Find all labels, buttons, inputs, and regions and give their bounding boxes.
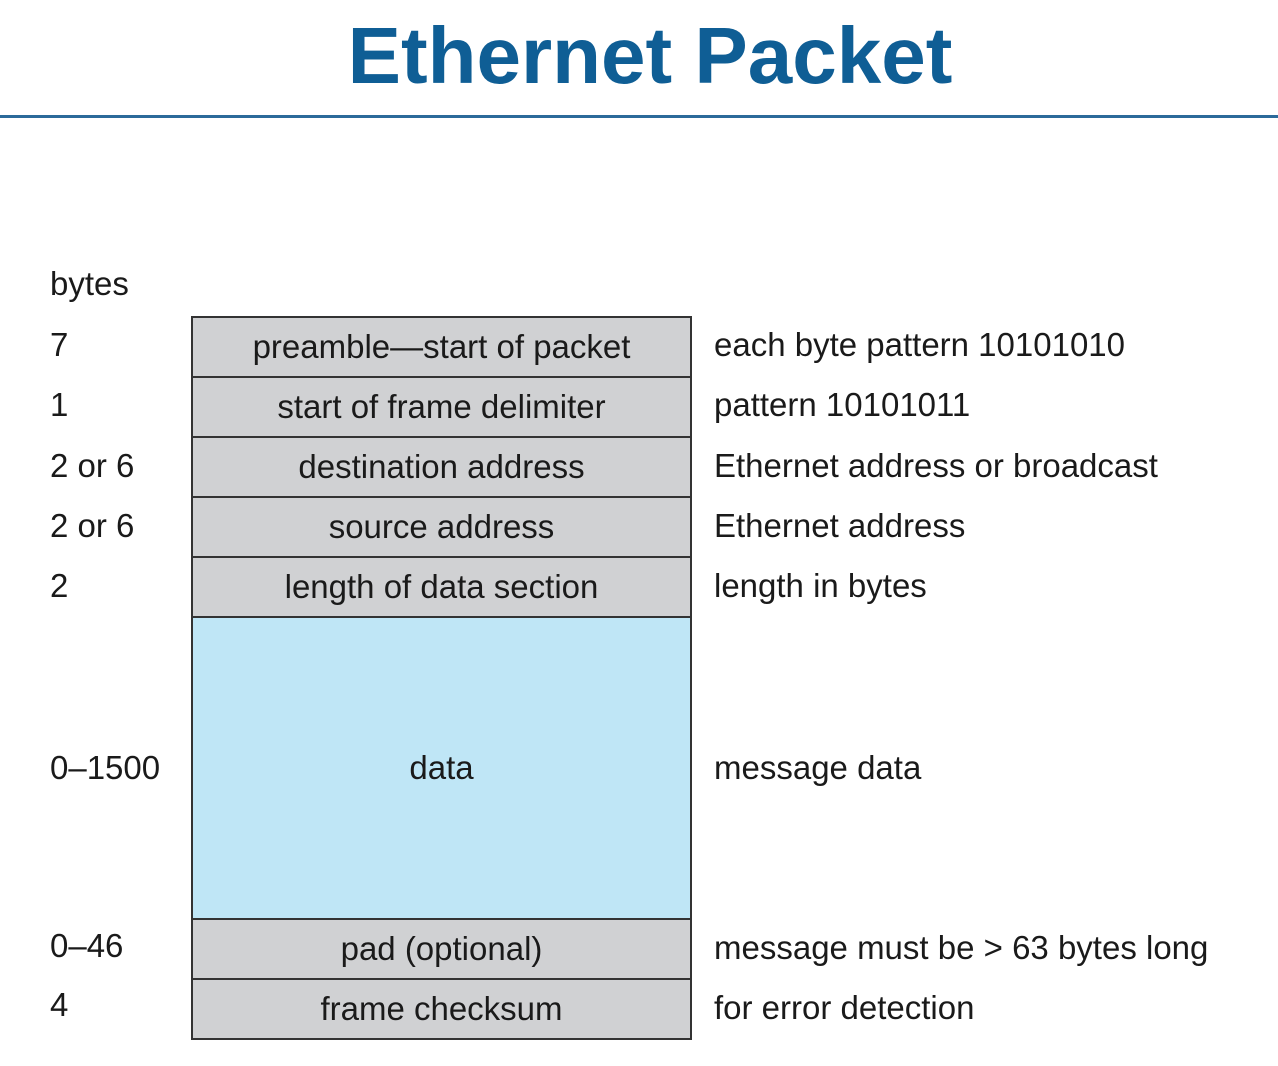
packet-diagram: preamble—start of packet start of frame … — [191, 316, 692, 1040]
page-title: Ethernet Packet — [347, 11, 953, 100]
desc-label-source-address: Ethernet address — [714, 507, 966, 544]
desc-label-pad: message must be > 63 bytes long — [714, 929, 1209, 966]
field-destination-address: destination address — [193, 436, 690, 496]
size-label-source-address: 2 or 6 — [50, 507, 135, 544]
field-length: length of data section — [193, 556, 690, 616]
desc-label-destination-address: Ethernet address or broadcast — [714, 447, 1158, 484]
size-label-destination-address: 2 or 6 — [50, 447, 135, 484]
size-label-start-frame-delimiter: 1 — [50, 386, 69, 423]
field-preamble: preamble—start of packet — [193, 318, 690, 376]
size-label-checksum: 4 — [50, 986, 69, 1023]
field-pad: pad (optional) — [193, 918, 690, 978]
desc-label-length: length in bytes — [714, 567, 927, 604]
field-start-frame-delimiter: start of frame delimiter — [193, 376, 690, 436]
desc-label-checksum: for error detection — [714, 989, 975, 1026]
size-label-length: 2 — [50, 567, 69, 604]
size-label-data: 0–1500 — [50, 749, 161, 786]
field-checksum: frame checksum — [193, 978, 690, 1038]
title-divider — [0, 115, 1278, 118]
desc-label-preamble: each byte pattern 10101010 — [714, 326, 1126, 363]
size-label-preamble: 7 — [50, 326, 69, 363]
field-data: data — [193, 616, 690, 918]
desc-label-data: message data — [714, 749, 922, 786]
bytes-column-header: bytes — [50, 265, 129, 302]
size-label-pad: 0–46 — [50, 927, 124, 964]
field-source-address: source address — [193, 496, 690, 556]
desc-label-start-frame-delimiter: pattern 10101011 — [714, 386, 971, 423]
